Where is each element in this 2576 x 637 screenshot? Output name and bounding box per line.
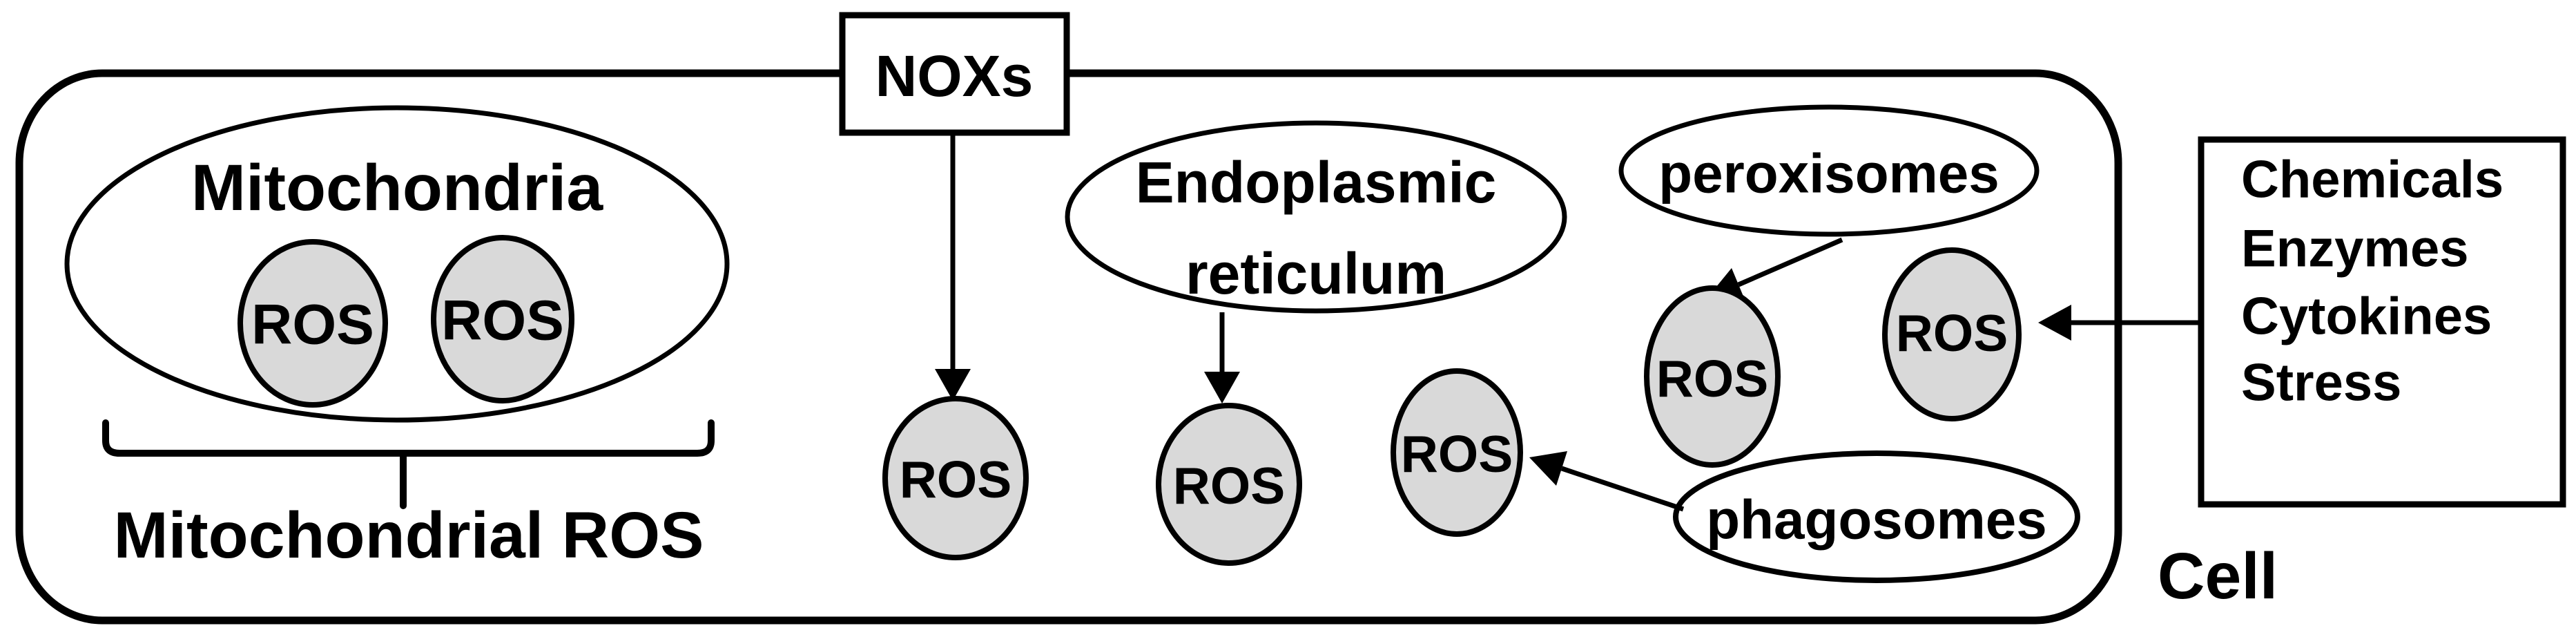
peroxisomes-to-ros-arrow-line	[1737, 237, 1843, 287]
er-ros-label: ROS	[1173, 457, 1286, 515]
cell-label: Cell	[2158, 540, 2278, 613]
er-to-ros-arrowhead	[1204, 372, 1240, 403]
mitochondrial-ros-right-ellipse	[431, 235, 574, 403]
mitochondrial-ros-right-label: ROS	[441, 289, 564, 352]
external-to-ros-arrowhead	[2038, 305, 2071, 341]
peroxisomes-ellipse	[1618, 104, 2040, 237]
mitochondrial-ros-brace-label: Mitochondrial ROS	[114, 499, 704, 572]
phagosomes-to-ros-arrowhead	[1529, 451, 1567, 486]
peroxisome-ros-ellipse	[1644, 285, 1781, 468]
endoplasmic-reticulum-label-line2: reticulum	[1185, 241, 1446, 306]
endoplasmic-reticulum-ellipse	[1065, 120, 1567, 314]
mitochondrial-ros-brace	[102, 419, 715, 509]
noxs-ros-ellipse	[882, 396, 1029, 560]
external-factor-enzymes: Enzymes	[2241, 220, 2469, 278]
external-factor-chemicals: Chemicals	[2241, 151, 2504, 209]
phagosome-ros-ellipse	[1391, 368, 1523, 537]
external-factors-box	[2198, 136, 2566, 508]
phagosome-ros-label: ROS	[1401, 425, 1513, 483]
phagosomes-ellipse	[1673, 450, 2080, 583]
endoplasmic-reticulum-label-line1: Endoplasmic	[1136, 150, 1497, 215]
phagosomes-to-ros-arrow-line	[1560, 466, 1685, 512]
peroxisome-ros-label: ROS	[1656, 350, 1769, 408]
peroxisomes-label: peroxisomes	[1658, 143, 1999, 205]
external-factor-stress: Stress	[2241, 354, 2401, 412]
external-factor-cytokines: Cytokines	[2241, 287, 2492, 346]
er-ros-ellipse	[1156, 403, 1302, 566]
noxs-to-ros-arrowhead	[935, 369, 971, 401]
mitochondrial-ros-left-ellipse	[238, 239, 388, 408]
mitochondrial-ros-left-label: ROS	[251, 294, 374, 356]
noxs-ros-label: ROS	[900, 450, 1012, 508]
external-ros-ellipse	[1882, 247, 2022, 421]
noxs-label: NOXs	[875, 44, 1034, 108]
mitochondria-label: Mitochondria	[191, 151, 604, 225]
phagosomes-label: phagosomes	[1706, 489, 2046, 551]
external-ros-label: ROS	[1896, 304, 2008, 362]
